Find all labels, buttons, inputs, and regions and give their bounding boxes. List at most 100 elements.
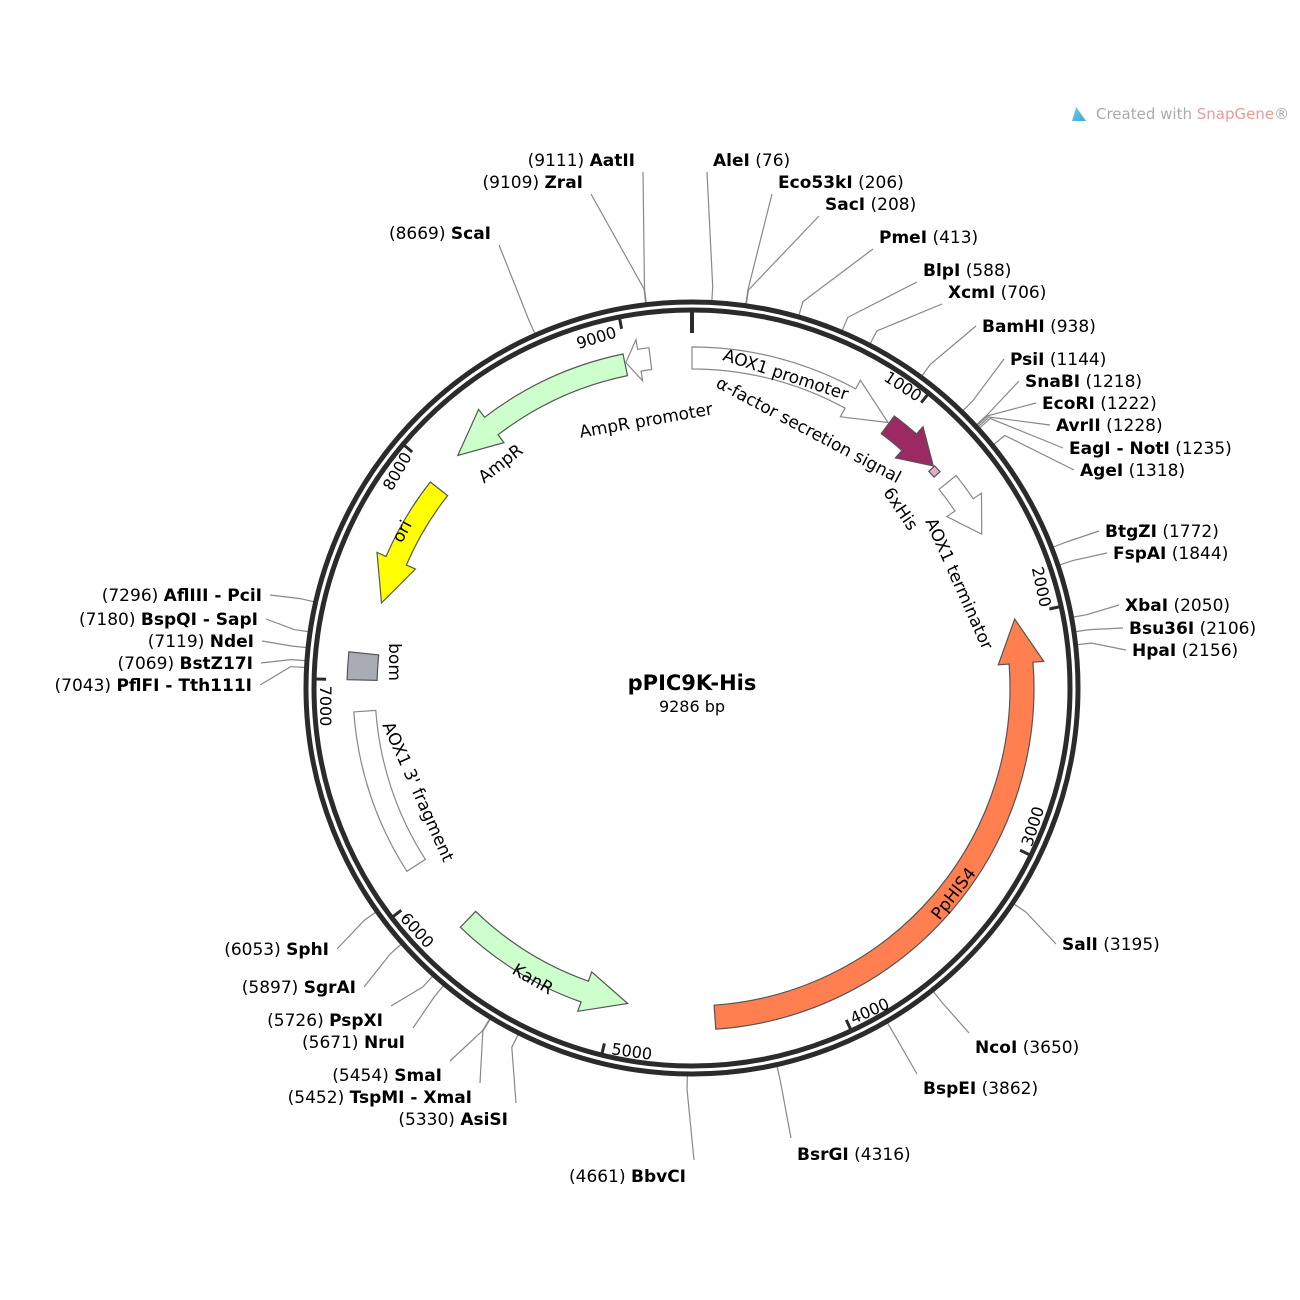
enzyme-label-asisi[interactable]: (5330) AsiSI (398, 1110, 508, 1130)
enzyme-label-snabi[interactable]: SnaBI (1218) (1025, 372, 1142, 392)
enzyme-label-pspxi[interactable]: (5726) PspXI (267, 1011, 383, 1031)
enzyme-name: SalI (1062, 935, 1098, 955)
enzyme-name: XbaI (1125, 596, 1168, 616)
enzyme-label-ecori[interactable]: EcoRI (1222) (1042, 394, 1157, 414)
enzyme-label-sali[interactable]: SalI (3195) (1062, 935, 1160, 955)
enzyme-label-bspei[interactable]: BspEI (3862) (923, 1079, 1038, 1099)
enzyme-position: (2106) (1200, 619, 1257, 639)
enzyme-label-xbai[interactable]: XbaI (2050) (1125, 596, 1230, 616)
enzyme-label-smai[interactable]: (5454) SmaI (332, 1066, 442, 1086)
enzyme-name: AgeI (1080, 461, 1123, 481)
feature-ori[interactable] (376, 481, 449, 605)
enzyme-label-sphi[interactable]: (6053) SphI (224, 940, 329, 960)
feature-6xhis[interactable] (927, 465, 941, 478)
tick-label-7000: 7000 (316, 686, 335, 727)
enzyme-label-bamhi[interactable]: BamHI (938) (982, 317, 1096, 337)
enzyme-name: ZraI (544, 173, 583, 193)
enzyme-position: (5897) (242, 978, 299, 998)
enzyme-name: PmeI (879, 228, 927, 248)
enzyme-name: Eco53kI (778, 173, 853, 193)
tick-mark (599, 1043, 606, 1058)
enzyme-position: (3195) (1103, 935, 1160, 955)
enzyme-label-btgzi[interactable]: BtgZI (1772) (1105, 522, 1219, 542)
tick-mark (920, 390, 932, 404)
enzyme-label-fspai[interactable]: FspAI (1844) (1113, 544, 1228, 564)
enzyme-label-zrai[interactable]: (9109) ZraI (483, 173, 583, 193)
enzyme-label-bsu36i[interactable]: Bsu36I (2106) (1129, 619, 1256, 639)
feature--factor-secretion-signal[interactable] (880, 415, 935, 467)
enzyme-position: (3650) (1023, 1038, 1080, 1058)
enzyme-position: (1144) (1050, 350, 1107, 370)
enzyme-name: EagI - NotI (1069, 439, 1170, 459)
feature-ampr-promoter[interactable] (625, 337, 653, 383)
enzyme-name: BamHI (982, 317, 1045, 337)
enzyme-line (1013, 903, 1057, 945)
enzyme-line (498, 244, 536, 334)
feature-pphis4[interactable] (713, 617, 1045, 1030)
enzyme-position: (5726) (267, 1011, 324, 1031)
enzyme-name: ScaI (451, 224, 491, 244)
enzyme-name: SacI (825, 195, 865, 215)
enzyme-name: EcoRI (1042, 394, 1095, 414)
enzyme-position: (7296) (102, 586, 159, 606)
enzyme-label-hpai[interactable]: HpaI (2156) (1132, 641, 1238, 661)
enzyme-label-eagi-noti[interactable]: EagI - NotI (1235) (1069, 439, 1232, 459)
enzyme-line (336, 911, 376, 950)
feature-aox1-terminator[interactable] (938, 474, 983, 536)
enzyme-label-saci[interactable]: SacI (208) (825, 195, 916, 215)
feature-aox1-3-fragment[interactable] (353, 709, 427, 873)
enzyme-position: (5330) (398, 1110, 455, 1130)
enzyme-label-agei[interactable]: AgeI (1318) (1080, 461, 1185, 481)
enzyme-line (962, 358, 1005, 412)
feature-label-ampr-promoter[interactable]: AmpR promoter (578, 399, 715, 442)
enzyme-label-eco53ki[interactable]: Eco53kI (206) (778, 173, 904, 193)
enzyme-label-bbvci[interactable]: (4661) BbvCI (569, 1167, 686, 1187)
feature-label-aox1-terminator[interactable]: AOX1 terminator (921, 515, 997, 653)
enzyme-label-alei[interactable]: AleI (76) (713, 151, 790, 171)
enzyme-line (1053, 530, 1100, 548)
enzyme-name: BtgZI (1105, 522, 1157, 542)
enzyme-label-tspmi-xmai[interactable]: (5452) TspMI - XmaI (288, 1088, 472, 1108)
enzyme-label-avrii[interactable]: AvrII (1228) (1056, 416, 1163, 436)
feature-label-bom[interactable]: bom (384, 643, 404, 681)
feature-ampr[interactable] (456, 353, 629, 457)
enzyme-name: NcoI (975, 1038, 1017, 1058)
enzyme-label-ndei[interactable]: (7119) NdeI (148, 632, 254, 652)
ticks (312, 314, 1064, 1058)
enzyme-name: AflIII - PciI (164, 586, 262, 606)
enzyme-label-blpi[interactable]: BlpI (588) (923, 261, 1011, 281)
enzyme-position: (208) (871, 195, 917, 215)
enzyme-label-ncoi[interactable]: NcoI (3650) (975, 1038, 1079, 1058)
enzyme-label-xcmi[interactable]: XcmI (706) (948, 283, 1046, 303)
enzyme-line (449, 1018, 491, 1062)
enzyme-label-sgrai[interactable]: (5897) SgrAI (242, 978, 356, 998)
enzyme-label-bsrgi[interactable]: BsrGI (4316) (797, 1145, 911, 1165)
backbone-ring (303, 299, 1081, 1077)
enzyme-position: (2050) (1173, 596, 1230, 616)
feature-bom[interactable] (346, 651, 380, 682)
enzyme-label-nrui[interactable]: (5671) NruI (302, 1033, 405, 1053)
enzyme-label-scai[interactable]: (8669) ScaI (389, 224, 491, 244)
enzyme-label-aatii[interactable]: (9111) AatII (528, 151, 635, 171)
enzyme-line (887, 1022, 918, 1075)
snapgene-credit: Created with SnapGene® (1072, 105, 1289, 123)
enzyme-label-afliii-pcii[interactable]: (7296) AflIII - PciI (102, 586, 262, 606)
enzyme-name: PflFI - Tth111I (116, 676, 252, 696)
feature-aox1-promoter[interactable] (691, 346, 890, 424)
enzyme-line (841, 281, 918, 331)
enzyme-label-pflfi-tth111i[interactable]: (7043) PflFI - Tth111I (55, 676, 252, 696)
enzyme-label-bspqi-sapi[interactable]: (7180) BspQI - SapI (79, 610, 258, 630)
enzyme-name: AatII (590, 151, 635, 171)
tick-mark (1049, 604, 1064, 611)
enzyme-label-psii[interactable]: PsiI (1144) (1010, 350, 1106, 370)
enzyme-label-bstz17i[interactable]: (7069) BstZ17I (118, 654, 253, 674)
enzyme-position: (9111) (528, 151, 585, 171)
feature-kanr[interactable] (459, 910, 630, 1013)
enzyme-label-pmei[interactable]: PmeI (413) (879, 228, 978, 248)
enzyme-position: (7119) (148, 632, 205, 652)
enzyme-name: BspEI (923, 1079, 976, 1099)
enzyme-line (977, 402, 1037, 426)
enzyme-name: SgrAI (304, 978, 356, 998)
feature-label-6xhis[interactable]: 6xHis (879, 484, 922, 534)
